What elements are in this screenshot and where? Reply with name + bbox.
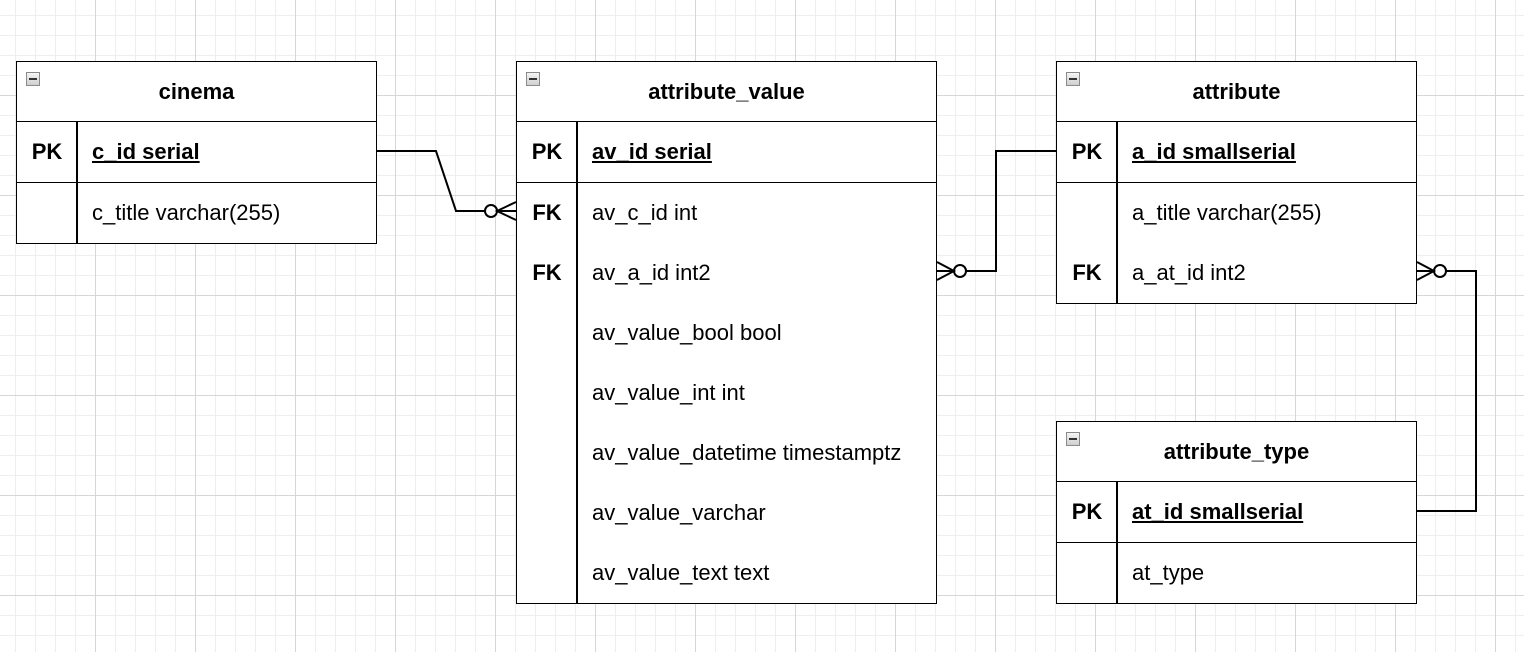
field-name: c_id serial — [92, 139, 200, 164]
entity-title: cinema — [158, 78, 235, 104]
key-label: PK — [31, 139, 63, 164]
relationship-cinema-attribute-value[interactable] — [377, 150, 517, 221]
crows-foot-marker — [936, 261, 957, 281]
key-divider — [1116, 122, 1118, 182]
fields-section: at_type — [1057, 543, 1416, 603]
key-divider — [76, 122, 78, 182]
field-name: a_at_id int2 — [1132, 260, 1246, 285]
field-name: av_value_datetime timestamptz — [592, 440, 902, 465]
key-label: PK — [1071, 499, 1103, 524]
pk-section: PK c_id serial — [17, 122, 376, 183]
fields-section: a_title varchar(255) FK a_at_id int2 — [1057, 183, 1416, 303]
entity-attribute[interactable]: attribute PK a_id smallserial a_title va… — [1056, 61, 1417, 304]
table-row[interactable]: av_value_varchar — [517, 483, 936, 543]
entity-header: attribute_type — [1057, 422, 1416, 482]
entity-cinema[interactable]: cinema PK c_id serial c_title varchar(25… — [16, 61, 377, 244]
table-row[interactable]: FK av_a_id int2 — [517, 243, 936, 303]
field-name: a_title varchar(255) — [1132, 200, 1322, 225]
collapse-icon[interactable] — [526, 72, 540, 86]
table-row[interactable]: a_title varchar(255) — [1057, 183, 1416, 243]
field-name: at_id smallserial — [1132, 499, 1304, 524]
crows-foot-marker — [494, 201, 517, 221]
table-row[interactable]: FK a_at_id int2 — [1057, 243, 1416, 303]
table-row[interactable]: PK a_id smallserial — [1057, 122, 1416, 182]
fields-section: c_title varchar(255) — [17, 183, 376, 243]
key-divider — [1116, 183, 1118, 303]
key-label: PK — [531, 139, 563, 164]
relationship-attribute-type-attribute[interactable] — [1416, 261, 1477, 512]
field-name: at_type — [1132, 560, 1205, 585]
field-name: av_c_id int — [592, 200, 698, 225]
table-row[interactable]: PK c_id serial — [17, 122, 376, 182]
entity-attribute-type[interactable]: attribute_type PK at_id smallserial at_t… — [1056, 421, 1417, 604]
entity-attribute-value[interactable]: attribute_value PK av_id serial FK av_c_… — [516, 61, 937, 604]
table-row[interactable]: av_value_int int — [517, 363, 936, 423]
key-label: FK — [532, 200, 562, 225]
key-divider — [576, 183, 578, 603]
pk-section: PK a_id smallserial — [1057, 122, 1416, 183]
entity-header: attribute — [1057, 62, 1416, 122]
field-name: av_value_int int — [592, 380, 745, 405]
connector-line — [966, 150, 1056, 272]
key-divider — [1116, 482, 1118, 542]
key-label: PK — [1071, 139, 1103, 164]
key-divider — [1116, 543, 1118, 603]
key-label: FK — [532, 260, 562, 285]
table-row[interactable]: FK av_c_id int — [517, 183, 936, 243]
entity-header: attribute_value — [517, 62, 936, 122]
table-row[interactable]: PK at_id smallserial — [1057, 482, 1416, 542]
field-name: av_id serial — [592, 139, 712, 164]
table-row[interactable]: c_title varchar(255) — [17, 183, 376, 243]
connector-line — [1417, 270, 1477, 512]
field-name: av_value_bool bool — [592, 320, 782, 345]
key-divider — [76, 183, 78, 243]
entity-title: attribute — [1192, 78, 1281, 104]
table-row[interactable]: av_value_bool bool — [517, 303, 936, 363]
table-row[interactable]: av_value_text text — [517, 543, 936, 603]
field-name: c_title varchar(255) — [92, 200, 281, 225]
entity-title: attribute_value — [648, 78, 805, 104]
connector-line — [377, 150, 485, 212]
field-name: av_value_varchar — [592, 500, 766, 525]
field-name: av_value_text text — [592, 560, 770, 585]
table-row[interactable]: PK av_id serial — [517, 122, 936, 182]
entity-title: attribute_type — [1163, 438, 1310, 464]
table-row[interactable]: av_value_datetime timestamptz — [517, 423, 936, 483]
table-row[interactable]: at_type — [1057, 543, 1416, 603]
key-label: FK — [1072, 260, 1102, 285]
collapse-icon[interactable] — [1066, 72, 1080, 86]
collapse-icon[interactable] — [26, 72, 40, 86]
relationship-attribute-attribute-value[interactable] — [936, 150, 1056, 281]
pk-section: PK at_id smallserial — [1057, 482, 1416, 543]
crows-foot-marker — [1416, 261, 1437, 281]
field-name: a_id smallserial — [1132, 139, 1296, 164]
field-name: av_a_id int2 — [592, 260, 711, 285]
pk-section: PK av_id serial — [517, 122, 936, 183]
key-divider — [576, 122, 578, 182]
collapse-icon[interactable] — [1066, 432, 1080, 446]
entity-header: cinema — [17, 62, 376, 122]
fields-section: FK av_c_id int FK av_a_id int2 av_value_… — [517, 183, 936, 603]
